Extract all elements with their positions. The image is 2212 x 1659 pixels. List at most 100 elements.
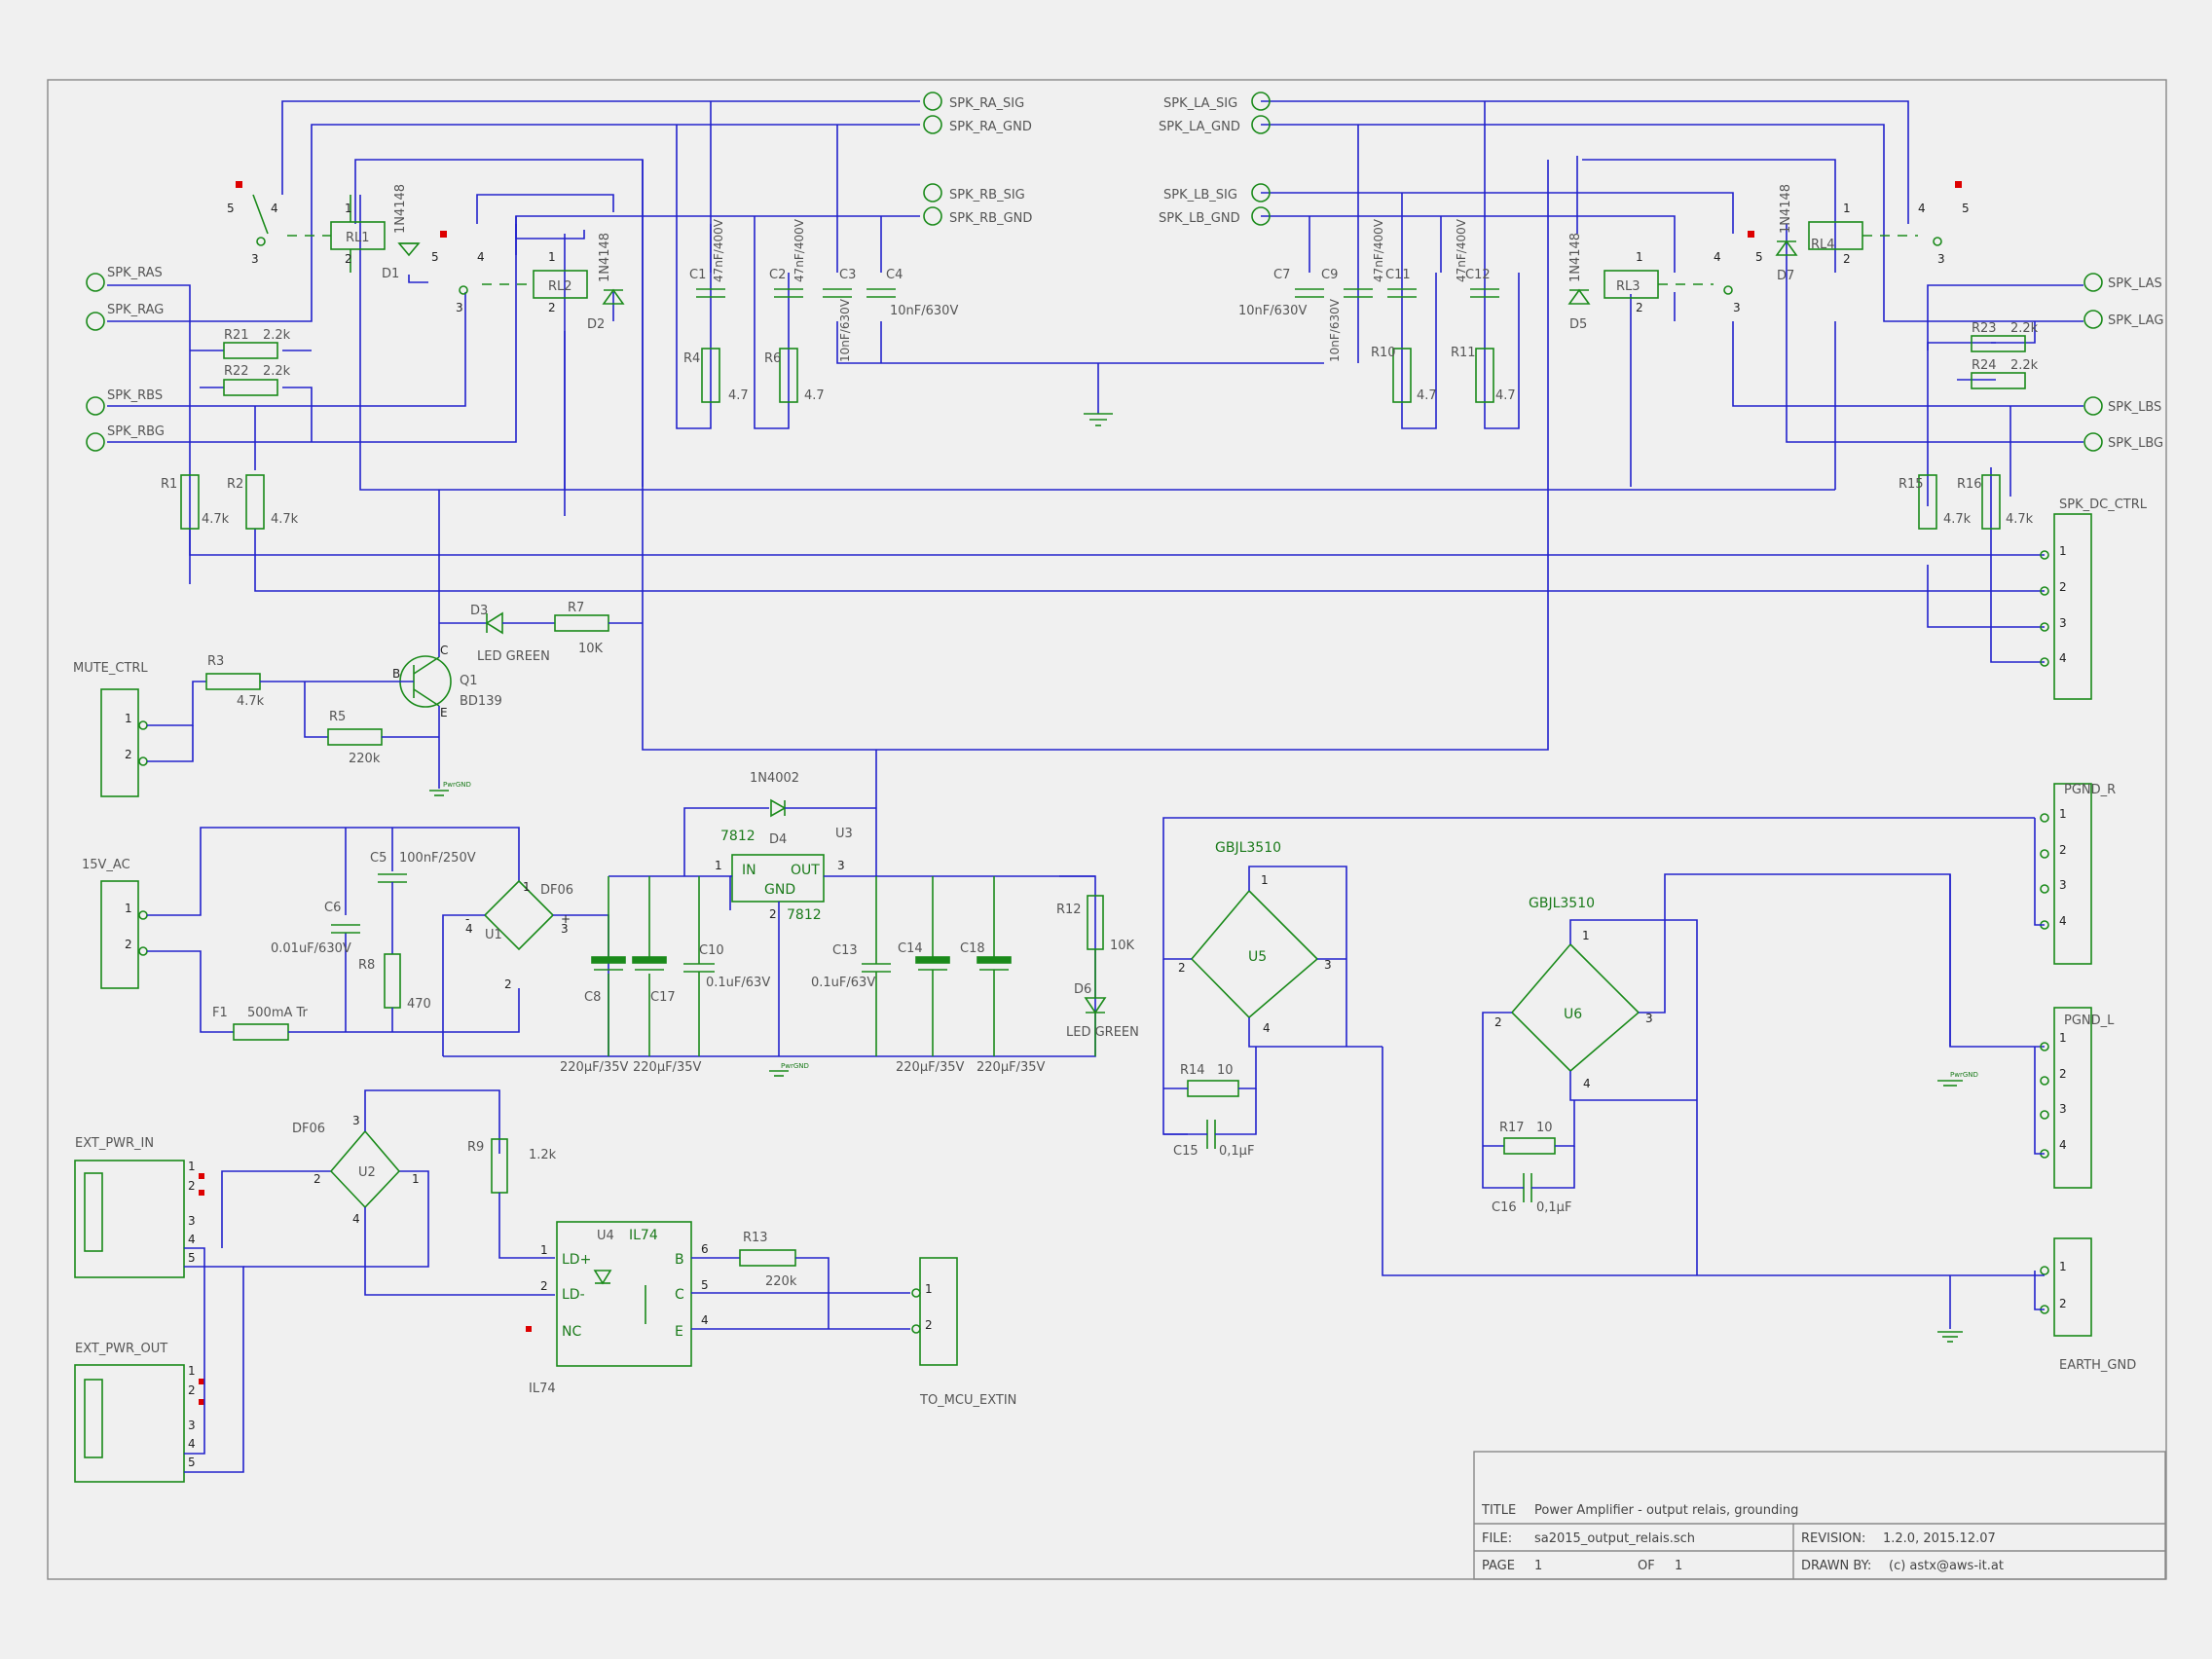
- svg-text:1: 1: [925, 1282, 933, 1296]
- svg-text:4: 4: [2059, 651, 2067, 665]
- svg-text:R23: R23: [1972, 321, 1997, 336]
- port-spk-lb-sig: SPK_LB_SIG: [1163, 188, 1237, 203]
- svg-text:R9: R9: [467, 1140, 484, 1155]
- svg-text:0.1uF/63V: 0.1uF/63V: [706, 976, 770, 990]
- svg-text:U3: U3: [835, 827, 853, 841]
- svg-text:2: 2: [188, 1179, 196, 1193]
- svg-text:IL74: IL74: [529, 1382, 556, 1396]
- svg-text:D4: D4: [769, 832, 787, 847]
- revision-label: REVISION:: [1801, 1531, 1865, 1546]
- svg-text:4: 4: [477, 250, 485, 264]
- title-label: TITLE: [1481, 1503, 1516, 1518]
- svg-text:4: 4: [1583, 1077, 1591, 1090]
- ground-symbol-center: [1084, 413, 1113, 426]
- svg-text:C8: C8: [584, 990, 601, 1005]
- port-spk-rb-sig: SPK_RB_SIG: [949, 188, 1025, 203]
- svg-text:10: 10: [1217, 1063, 1234, 1078]
- svg-text:R17: R17: [1499, 1121, 1525, 1135]
- of-value: 1: [1675, 1559, 1682, 1573]
- svg-text:1: 1: [540, 1243, 548, 1257]
- svg-text:100nF/250V: 100nF/250V: [399, 851, 476, 866]
- port-spk-lbg: SPK_LBG: [2108, 436, 2163, 451]
- svg-text:D1: D1: [382, 267, 399, 281]
- svg-text:3: 3: [2059, 616, 2067, 630]
- page-value: 1: [1534, 1559, 1542, 1573]
- port-spk-rbg: SPK_RBG: [107, 424, 165, 439]
- svg-text:4: 4: [271, 202, 278, 215]
- svg-text:LD-: LD-: [562, 1287, 585, 1303]
- port-spk-la-sig: SPK_LA_SIG: [1163, 96, 1237, 111]
- svg-text:C5: C5: [370, 851, 387, 866]
- svg-text:1: 1: [523, 880, 531, 894]
- svg-text:500mA Tr: 500mA Tr: [247, 1006, 309, 1020]
- svg-text:R16: R16: [1957, 477, 1982, 492]
- svg-text:PwrGND: PwrGND: [443, 781, 471, 789]
- svg-text:RL2: RL2: [548, 279, 572, 294]
- svg-text:2.2k: 2.2k: [2010, 358, 2039, 373]
- led-d3-r7: D3 LED GREEN R7 10K: [439, 601, 643, 664]
- svg-text:1: 1: [548, 250, 556, 264]
- svg-text:B: B: [675, 1252, 684, 1268]
- svg-text:2: 2: [125, 938, 132, 951]
- svg-text:10: 10: [1536, 1121, 1553, 1135]
- svg-text:R1: R1: [161, 477, 177, 492]
- svg-text:47nF/400V: 47nF/400V: [793, 218, 806, 282]
- svg-text:220µF/35V: 220µF/35V: [896, 1060, 964, 1075]
- port-spk-rbs: SPK_RBS: [107, 388, 163, 403]
- svg-text:3: 3: [1733, 301, 1741, 314]
- speaker-terminals: SPK_RA_SIG SPK_RA_GND SPK_RB_SIG SPK_RB_…: [86, 92, 2163, 452]
- svg-text:C4: C4: [886, 268, 903, 282]
- svg-text:5: 5: [227, 202, 235, 215]
- port-spk-ra-gnd: SPK_RA_GND: [949, 120, 1032, 134]
- svg-text:4.7k: 4.7k: [1943, 512, 1972, 527]
- svg-text:C13: C13: [832, 943, 858, 958]
- svg-text:5: 5: [1962, 202, 1970, 215]
- svg-text:15V_AC: 15V_AC: [82, 858, 130, 872]
- svg-text:10nF/630V: 10nF/630V: [1238, 304, 1307, 318]
- svg-text:10nF/630V: 10nF/630V: [890, 304, 958, 318]
- svg-text:3: 3: [1937, 252, 1945, 266]
- svg-text:OUT: OUT: [791, 863, 820, 878]
- title-value: Power Amplifier - output relais, groundi…: [1534, 1503, 1798, 1518]
- svg-text:4.7k: 4.7k: [202, 512, 230, 527]
- svg-text:D3: D3: [470, 604, 488, 618]
- svg-text:2: 2: [1494, 1015, 1502, 1029]
- svg-text:4: 4: [1918, 202, 1926, 215]
- svg-text:2: 2: [540, 1279, 548, 1293]
- svg-text:R13: R13: [743, 1231, 768, 1245]
- svg-text:C11: C11: [1385, 268, 1411, 282]
- svg-text:EXT_PWR_IN: EXT_PWR_IN: [75, 1136, 154, 1151]
- svg-text:1: 1: [2059, 807, 2067, 821]
- svg-text:220µF/35V: 220µF/35V: [633, 1060, 701, 1075]
- svg-text:1: 1: [1261, 873, 1269, 887]
- svg-text:10K: 10K: [1110, 939, 1135, 953]
- svg-text:E: E: [675, 1324, 683, 1340]
- drawing-frame: [47, 79, 2167, 1580]
- drawn-by-label: DRAWN BY:: [1801, 1559, 1871, 1573]
- svg-text:5: 5: [701, 1278, 709, 1292]
- bridge-u6: U6 GBJL3510 R17 10 C16 0,1µF 13 24: [1482, 873, 2045, 1275]
- svg-text:3: 3: [251, 252, 259, 266]
- file-value: sa2015_output_relais.sch: [1534, 1531, 1695, 1546]
- svg-text:4: 4: [188, 1437, 196, 1451]
- svg-text:4.7: 4.7: [728, 388, 749, 403]
- svg-text:C2: C2: [769, 268, 786, 282]
- svg-text:2: 2: [345, 252, 352, 266]
- svg-text:2: 2: [504, 977, 512, 991]
- svg-text:C16: C16: [1492, 1200, 1517, 1215]
- svg-text:BD139: BD139: [460, 694, 502, 709]
- svg-text:2: 2: [1843, 252, 1851, 266]
- svg-text:1: 1: [2059, 1031, 2067, 1045]
- svg-text:2: 2: [2059, 580, 2067, 594]
- svg-text:220µF/35V: 220µF/35V: [977, 1060, 1045, 1075]
- svg-text:C: C: [675, 1287, 684, 1303]
- svg-text:D5: D5: [1569, 317, 1587, 332]
- svg-text:2.2k: 2.2k: [263, 328, 291, 343]
- svg-text:GBJL3510: GBJL3510: [1529, 896, 1595, 911]
- spk-dc-ctrl-connector: 1 2 3 4 SPK_DC_CTRL: [2040, 498, 2148, 700]
- svg-text:C15: C15: [1173, 1144, 1198, 1159]
- svg-text:4.7: 4.7: [1495, 388, 1516, 403]
- svg-text:1: 1: [188, 1160, 196, 1173]
- svg-text:C7: C7: [1273, 268, 1290, 282]
- snubber-right: C1 47nF/400V R4 4.7 C2 47nF/400V R6 4.7 …: [683, 218, 958, 403]
